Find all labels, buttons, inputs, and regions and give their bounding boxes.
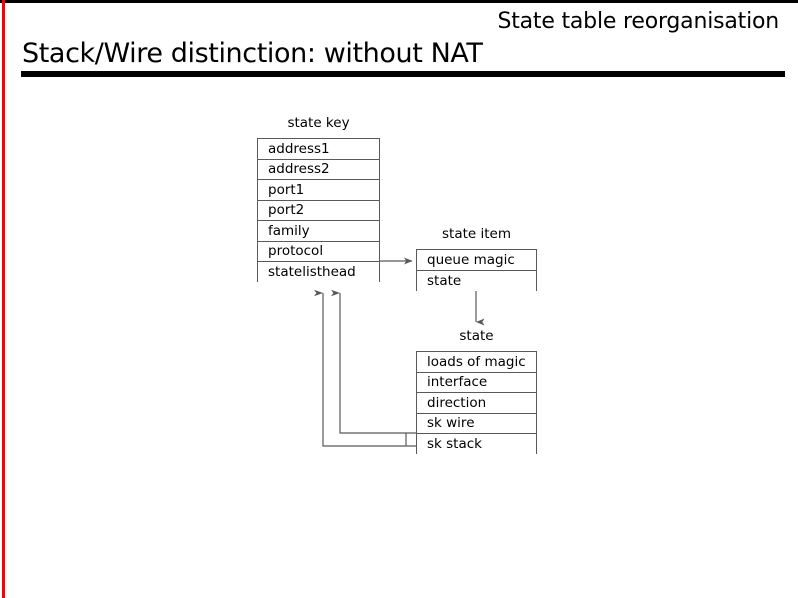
state-key-table: address1 address2 port1 port2 family pro…: [257, 138, 380, 283]
connector-sk-stack-to-state-key: [314, 289, 416, 447]
table-row: family: [258, 221, 379, 242]
table-row: direction: [417, 393, 536, 414]
table-row: port1: [258, 180, 379, 201]
state-table: loads of magic interface direction sk wi…: [416, 351, 537, 455]
table-row: port2: [258, 200, 379, 221]
table-row: statelisthead: [258, 262, 379, 283]
connector-sk-wire-to-state-key: [331, 289, 416, 434]
top-border-rule: [0, 0, 798, 3]
title-underline-rule: [21, 71, 785, 77]
state-item-table: queue magic state: [416, 249, 537, 291]
table-row: address1: [258, 139, 379, 160]
table-row: interface: [417, 372, 536, 393]
table-row: address2: [258, 159, 379, 180]
left-accent-rule: [2, 0, 5, 598]
slide-kicker: State table reorganisation: [497, 9, 779, 34]
state-key-caption: state key: [287, 115, 350, 131]
table-row: sk stack: [417, 434, 536, 455]
table-row: loads of magic: [417, 352, 536, 373]
table-row: queue magic: [417, 250, 536, 271]
state-item-caption: state item: [442, 226, 511, 242]
state-caption: state: [459, 328, 494, 344]
table-row: sk wire: [417, 413, 536, 434]
table-row: protocol: [258, 241, 379, 262]
table-row: state: [417, 271, 536, 291]
page-title: Stack/Wire distinction: without NAT: [22, 38, 483, 69]
